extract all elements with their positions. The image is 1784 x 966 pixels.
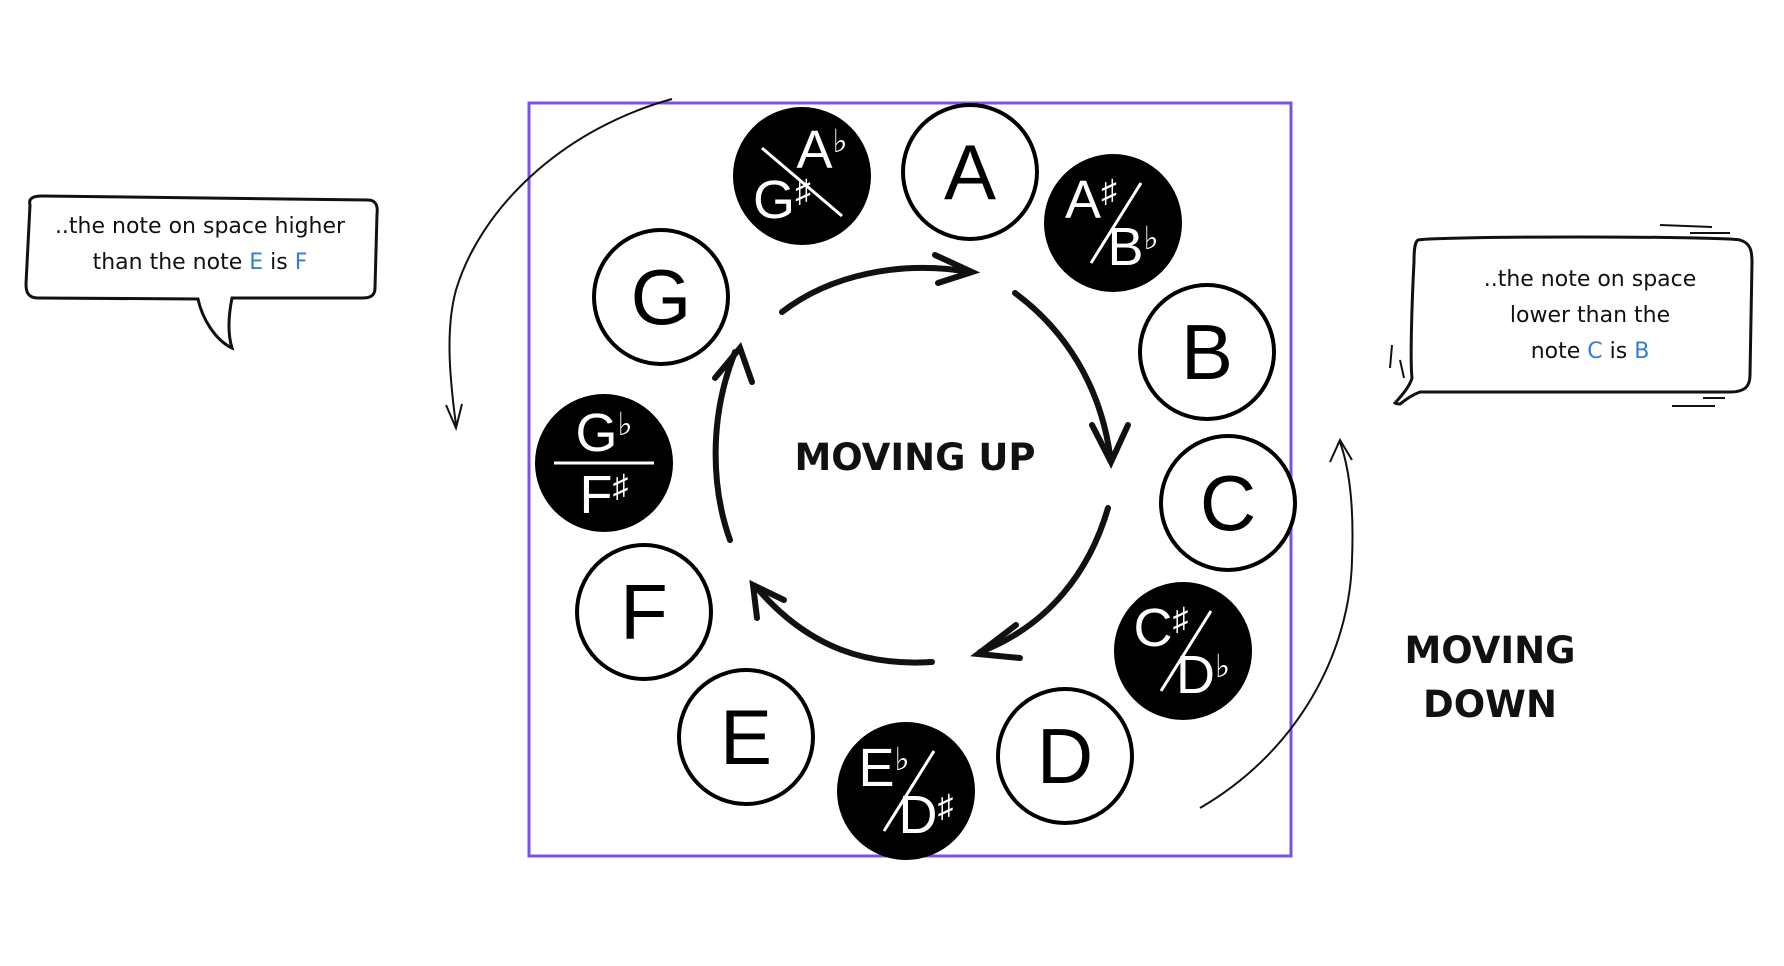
note-c-sharp-divider xyxy=(1159,610,1213,692)
bubble-right-line2: lower than the xyxy=(1509,303,1671,328)
bubble-left-line2: than the note E is F xyxy=(40,245,360,281)
note-b: B xyxy=(1138,283,1276,421)
note-b-label: B xyxy=(1181,308,1233,396)
note-c-label: C xyxy=(1200,459,1256,547)
bubble-right-prefix: note xyxy=(1530,339,1581,364)
outer-arrow-right-head xyxy=(1329,437,1353,463)
bubble-right-line3: note C is B xyxy=(1430,334,1750,370)
note-d-circle xyxy=(996,687,1134,825)
note-a-circle xyxy=(901,103,1039,241)
note-f: F xyxy=(575,543,713,681)
note-d: D xyxy=(996,687,1134,825)
note-a-sharp-divider xyxy=(1089,182,1143,264)
note-g-flat: G♭F♯ xyxy=(535,394,673,532)
note-a-flat-divider xyxy=(761,146,843,218)
bubble-right-note-c: C xyxy=(1587,339,1603,364)
bubble-left-note-e: E xyxy=(249,250,264,275)
bubble-right-mid: is xyxy=(1609,339,1628,364)
note-c-sharp-circle xyxy=(1114,582,1252,720)
note-c-circle xyxy=(1159,434,1297,572)
note-e-flat: E♭D♯ xyxy=(837,722,975,860)
note-e-flat-circle xyxy=(837,722,975,860)
note-d-label: D xyxy=(1037,712,1093,800)
bubble-left-mid: is xyxy=(270,250,288,275)
note-e-label: E xyxy=(720,693,772,781)
note-f-circle xyxy=(575,543,713,681)
outer-arrow-left-head xyxy=(445,403,463,432)
bubble-right-text: ..the note on space lower than the note … xyxy=(1430,262,1750,370)
bubble-right-line1: ..the note on space xyxy=(1483,267,1697,292)
note-e-flat-divider xyxy=(882,750,936,832)
note-a-flat: A♭G♯ xyxy=(733,107,871,245)
bubble-right-note-b: B xyxy=(1634,339,1650,364)
note-c: C xyxy=(1159,434,1297,572)
moving-down-line1: MOVING xyxy=(1404,629,1576,672)
outer-arrow-left xyxy=(448,98,673,426)
note-c-sharp: C♯D♭ xyxy=(1114,582,1252,720)
note-a-sharp-circle xyxy=(1044,154,1182,292)
note-g-label: G xyxy=(631,253,692,341)
speech-bubble-right xyxy=(1389,224,1754,407)
note-a: A xyxy=(901,103,1039,241)
note-circles: A A♯B♭ BC C♯D♭D E♭D♯ EF G♭F♯ G A♭G♯ xyxy=(535,103,1297,860)
moving-down-line2: DOWN xyxy=(1423,683,1557,726)
outer-arrow-right xyxy=(1199,441,1354,809)
bubble-left-line1: ..the note on space higher xyxy=(54,214,346,239)
speech-bubble-left xyxy=(24,194,379,351)
bubble-mark-bottom xyxy=(1672,397,1725,407)
bubble-mark-left xyxy=(1389,344,1405,379)
note-f-label: F xyxy=(620,568,668,656)
bubble-left-note-f: F xyxy=(294,250,308,275)
note-e: E xyxy=(677,668,815,806)
bubble-mark-top xyxy=(1659,224,1730,234)
inner-arrows xyxy=(712,252,1131,666)
note-g-circle xyxy=(592,228,730,366)
moving-down-label: MOVING DOWN xyxy=(1380,624,1600,732)
note-b-circle xyxy=(1138,283,1276,421)
note-g: G xyxy=(592,228,730,366)
note-a-sharp: A♯B♭ xyxy=(1044,154,1182,292)
note-e-circle xyxy=(677,668,815,806)
moving-up-label: MOVING UP xyxy=(794,436,1036,479)
bubble-left-text: ..the note on space higher than the note… xyxy=(40,209,360,281)
note-a-label: A xyxy=(944,128,996,216)
bubble-left-prefix: than the note xyxy=(92,250,243,275)
